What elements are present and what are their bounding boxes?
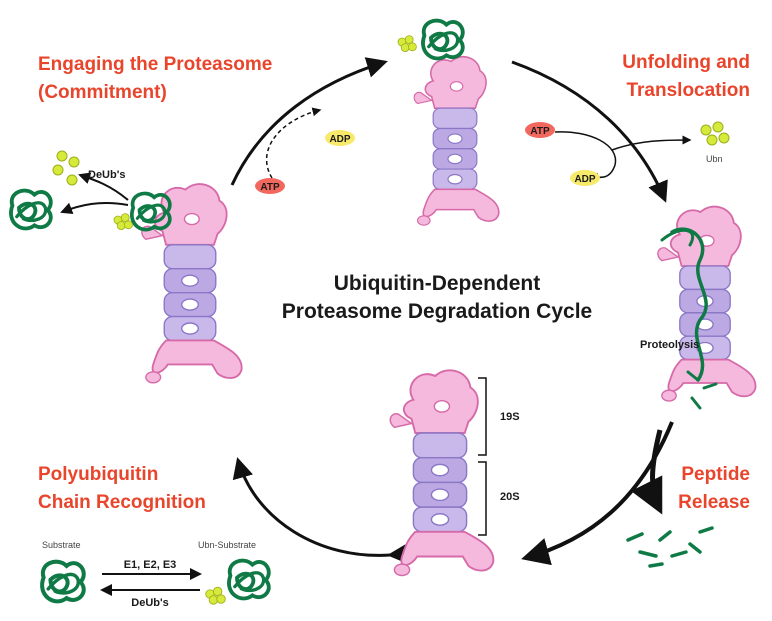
bracket-19s — [478, 377, 487, 456]
label-e-enzymes: E1, E2, E3 — [124, 559, 177, 571]
atp-badge-left — [255, 178, 285, 194]
substrate-entering-right-proteasome — [660, 227, 718, 410]
atp-badge-right — [525, 122, 555, 138]
released-substrate-left — [9, 188, 53, 231]
adp-badge-left — [325, 130, 355, 146]
label-polyub-line2: Chain Recognition — [38, 492, 206, 513]
ubiquitin-on-left-proteasome — [113, 213, 133, 231]
label-proteolysis: Proteolysis — [640, 339, 699, 351]
label-20s: 20S — [500, 491, 520, 503]
adp-badge-right — [570, 170, 600, 186]
peptide-release-arrow — [630, 429, 663, 515]
label-deubs-bottom: DeUb's — [131, 597, 168, 609]
label-19s: 19S — [500, 411, 520, 423]
ubn-arrow-right — [611, 135, 692, 151]
label-ubn-right: Ubn — [706, 154, 723, 164]
cycle-arrow-bottom-left — [232, 457, 409, 565]
cycle-arrow-top-right — [511, 60, 668, 203]
atp-dashed-arrow-left — [265, 107, 322, 179]
label-unfolding-line2: Translocation — [626, 80, 750, 101]
label-peptide-line2: Release — [678, 492, 750, 513]
label-peptide-line1: Peptide — [681, 464, 750, 485]
proteasome-bottom — [389, 369, 495, 577]
label-ubn-substrate: Ubn-Substrate — [198, 540, 256, 550]
substrate-free — [42, 562, 84, 602]
label-unfolding-line1: Unfolding and — [622, 52, 750, 73]
deubs-arrow-up — [78, 172, 129, 201]
diagram-title-line1: Ubiquitin-Dependent — [334, 272, 540, 295]
deubs-arrow-left — [60, 202, 129, 214]
ubiquitin-on-substrate — [205, 586, 226, 605]
substrate-on-top-proteasome — [421, 18, 465, 61]
cycle-arrow-bottom-right — [521, 421, 674, 566]
ubiquitin-on-top-proteasome — [397, 35, 417, 52]
label-atp-right: ATP — [530, 126, 550, 137]
substrate-ubiquitinated — [227, 558, 271, 601]
diagram-title-line2: Proteasome Degradation Cycle — [282, 300, 592, 323]
label-engaging-line1: Engaging the Proteasome — [38, 54, 272, 75]
bracket-20s — [478, 461, 487, 536]
label-substrate: Substrate — [42, 540, 81, 550]
released-peptides — [626, 526, 714, 568]
label-engaging-line2: (Commitment) — [38, 82, 167, 103]
label-adp-right: ADP — [574, 174, 595, 185]
label-polyub-line1: Polyubiquitin — [38, 464, 158, 485]
label-atp-left: ATP — [260, 182, 280, 193]
label-adp-left: ADP — [329, 134, 350, 145]
cycle-arrow-top-left — [230, 57, 388, 186]
released-ubiquitin-right — [700, 121, 730, 146]
released-ubiquitin-left — [52, 150, 80, 186]
label-deubs-top: DeUb's — [88, 169, 125, 181]
proteasome-top — [413, 55, 500, 226]
